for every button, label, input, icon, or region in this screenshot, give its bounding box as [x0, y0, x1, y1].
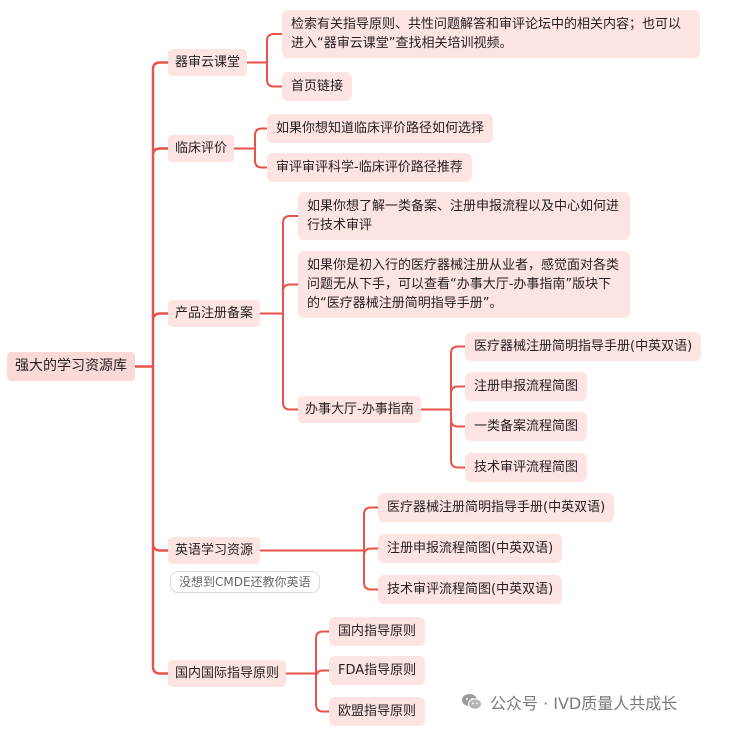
root-connector: [133, 61, 170, 675]
branch-english-resources[interactable]: 英语学习资源: [168, 537, 261, 564]
service-hall-connector: [420, 345, 466, 469]
watermark: 公众号 · IVD质量人共成长: [460, 690, 677, 714]
leaf-manual-bilingual[interactable]: 医疗器械注册简明指导手册(中英双语): [465, 332, 702, 361]
english-note: 没想到CMDE还教你英语: [170, 571, 320, 593]
english-connector: [259, 506, 379, 591]
leaf-domestic-guidelines[interactable]: 国内指导原则: [329, 617, 426, 646]
leaf-clinical-path-recommend[interactable]: 审评审评科学-临床评价路径推荐: [267, 153, 472, 182]
watermark-text: 公众号 · IVD质量人共成长: [490, 694, 678, 713]
leaf-fda-guidelines[interactable]: FDA指导原则: [329, 656, 426, 685]
branch-service-hall-guide[interactable]: 办事大厅-办事指南: [298, 396, 421, 423]
branch-clinical-eval[interactable]: 临床评价: [168, 135, 235, 162]
guidelines-connector: [285, 630, 330, 713]
leaf-registration-process[interactable]: 如果你想了解一类备案、注册申报流程以及中心如何进行技术审评: [298, 192, 630, 240]
leaf-class1-flowchart[interactable]: 一类备案流程简图: [465, 412, 588, 441]
leaf-homepage-link[interactable]: 首页链接: [282, 72, 353, 101]
root-node[interactable]: 强大的学习资源库: [7, 352, 135, 381]
branch-product-registration[interactable]: 产品注册备案: [168, 300, 261, 327]
registration-connector: [259, 215, 299, 411]
branch-qishenyun[interactable]: 器审云课堂: [168, 49, 248, 76]
leaf-english-registration-flowchart[interactable]: 注册申报流程简图(中英双语): [378, 534, 563, 563]
leaf-review-flowchart[interactable]: 技术审评流程简图: [465, 453, 588, 482]
leaf-english-manual[interactable]: 医疗器械注册简明指导手册(中英双语): [378, 493, 615, 522]
leaf-beginner-guide[interactable]: 如果你是初入行的医疗器械注册从业者，感觉面对各类问题无从下手，可以查看“办事大厅…: [298, 251, 630, 318]
wechat-icon: [462, 694, 482, 710]
qishenyun-connector: [246, 33, 283, 88]
leaf-english-review-flowchart[interactable]: 技术审评流程简图(中英双语): [378, 575, 563, 604]
leaf-qishenyun-search[interactable]: 检索有关指导原则、共性问题解答和审评论坛中的相关内容；也可以进入“器审云课堂”查…: [282, 10, 700, 58]
leaf-registration-flowchart[interactable]: 注册申报流程简图: [465, 372, 588, 401]
leaf-eu-guidelines[interactable]: 欧盟指导原则: [329, 697, 426, 726]
branch-guidelines[interactable]: 国内国际指导原则: [168, 660, 287, 687]
leaf-clinical-path-choice[interactable]: 如果你想知道临床评价路径如何选择: [267, 114, 494, 143]
clinical-connector: [233, 127, 268, 169]
